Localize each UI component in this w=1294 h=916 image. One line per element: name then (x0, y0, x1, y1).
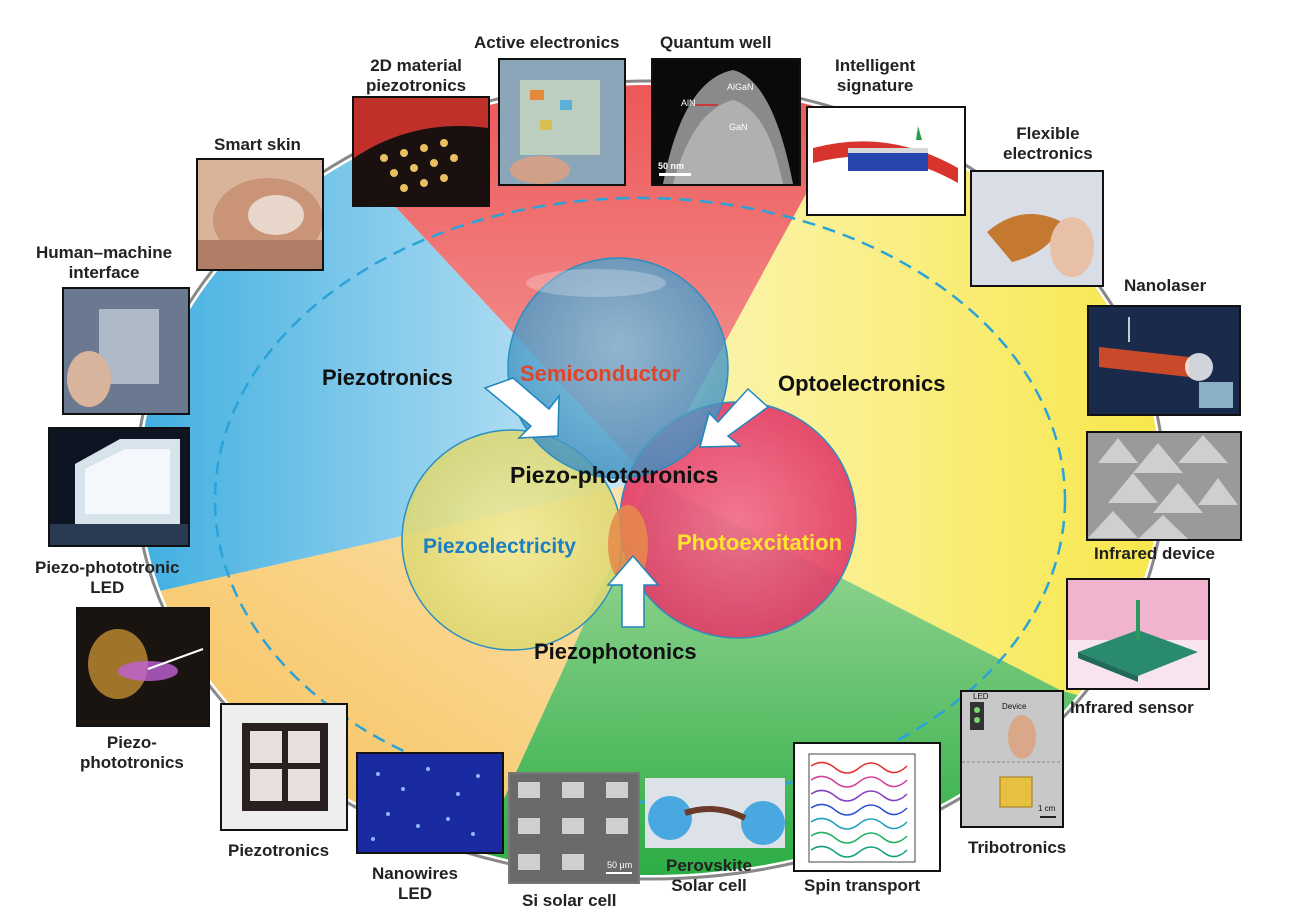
photoexcitation-label: Photoexcitation (677, 530, 843, 555)
tribotronics-image: LED Device 1 cm (960, 690, 1064, 828)
infrared-sensor-image (1066, 578, 1210, 690)
spin-transport-image (793, 742, 941, 872)
piezo-led-image (48, 427, 190, 547)
piezo-phototronics-app-image (76, 607, 210, 727)
quantum-well-image: AlN AlGaN GaN 50 nm (651, 58, 801, 186)
piezoelectricity-label: Piezoelectricity (423, 535, 576, 558)
piezophotonics-arrow (606, 554, 660, 628)
optoelectronics-arrow (699, 387, 770, 448)
intelligent-signature-image (806, 106, 966, 216)
smart-skin-label: Smart skin (214, 135, 301, 154)
piezotronics-arrow (483, 377, 560, 439)
spin-transport-label: Spin transport (804, 876, 921, 895)
human-machine-image (62, 287, 190, 415)
infrared-sensor-label: Infrared sensor (1070, 698, 1194, 717)
smart-skin-image (196, 158, 324, 271)
piezo-phototronics-center-label: Piezo-phototronics (510, 462, 719, 488)
perovskite-image (645, 778, 785, 848)
infrared-device-image (1086, 431, 1242, 541)
nanolaser-image (1087, 305, 1241, 416)
quantum-well-label: Quantum well (660, 33, 772, 52)
optoelectronics-label: Optoelectronics (778, 371, 946, 396)
piezophotonics-label: Piezophotonics (534, 639, 697, 664)
flexible-electronics-image (970, 170, 1104, 287)
active-electronics-label: Active electronics (474, 33, 620, 52)
2d-material-image (352, 96, 490, 207)
piezo-phototronics-app-label: Piezo-phototronics (80, 733, 184, 772)
nanolaser-label: Nanolaser (1124, 276, 1207, 295)
dashed-ellipse (213, 196, 1067, 804)
infrared-device-label: Infrared device (1094, 544, 1215, 563)
semiconductor-label: Semiconductor (520, 361, 681, 386)
si-solar-cell-label: Si solar cell (522, 891, 617, 910)
piezotronics-app-image (220, 703, 348, 831)
active-electronics-image (498, 58, 626, 186)
si-solar-cell-image: 50 μm (508, 772, 640, 884)
tribotronics-label: Tribotronics (968, 838, 1067, 857)
piezotronics-app-label: Piezotronics (228, 841, 330, 860)
piezotronics-label: Piezotronics (322, 365, 453, 390)
semiconductor-circle (507, 257, 729, 479)
nanowires-led-image (356, 752, 504, 854)
